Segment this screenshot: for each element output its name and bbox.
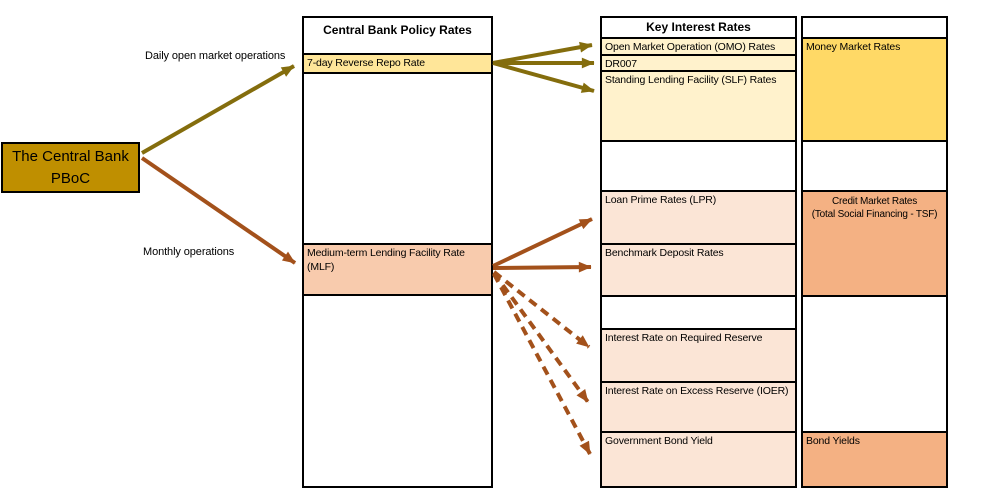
arrow-mlf-to-required-reserve-dashed	[492, 270, 591, 349]
credit-market-cell: Credit Market Rates (Total Social Financ…	[801, 190, 948, 297]
key-rates-header: Key Interest Rates	[600, 16, 797, 39]
arrow-mlf-to-lpr	[492, 217, 593, 268]
arrow-pboc-to-repo	[141, 64, 295, 155]
policy-rates-header: Central Bank Policy Rates	[302, 16, 493, 55]
central-bank-box-line2: PBoC	[50, 169, 91, 187]
excess-reserve-cell: Interest Rate on Excess Reserve (IOER)	[600, 381, 797, 433]
lpr-cell: Loan Prime Rates (LPR)	[600, 190, 797, 245]
central-bank-box-line1: The Central Bank	[12, 147, 129, 165]
arrow-mlf-to-benchmark	[492, 261, 592, 273]
slf-rates-cell: Standing Lending Facility (SLF) Rates	[600, 70, 797, 142]
key-rates-empty-2	[600, 295, 797, 330]
reverse-repo-cell: 7-day Reverse Repo Rate	[302, 53, 493, 74]
arrow-repo-to-slf	[492, 61, 595, 93]
market-rates-empty-2	[801, 295, 948, 433]
credit-market-line1: Credit Market Rates	[831, 196, 918, 207]
central-bank-box: The Central Bank PBoC	[1, 142, 140, 193]
market-rates-empty-1	[801, 140, 948, 192]
arrow-mlf-to-ioer-dashed	[492, 271, 590, 404]
bond-yields-cell: Bond Yields	[801, 431, 948, 488]
label-monthly-operations: Monthly operations	[143, 246, 235, 258]
arrow-mlf-to-gov-bond-dashed	[492, 273, 592, 455]
credit-market-line2: (Total Social Financing - TSF)	[811, 209, 938, 220]
government-bond-cell: Government Bond Yield	[600, 431, 797, 488]
label-daily-operations: Daily open market operations	[145, 50, 286, 62]
benchmark-deposit-cell: Benchmark Deposit Rates	[600, 243, 797, 297]
required-reserve-cell: Interest Rate on Required Reserve	[600, 328, 797, 383]
arrow-repo-to-omo	[492, 41, 593, 65]
mlf-cell: Medium-term Lending Facility Rate (MLF)	[302, 243, 493, 296]
money-market-cell: Money Market Rates	[801, 37, 948, 142]
market-rates-header-empty	[801, 16, 948, 39]
key-rates-empty-1	[600, 140, 797, 192]
